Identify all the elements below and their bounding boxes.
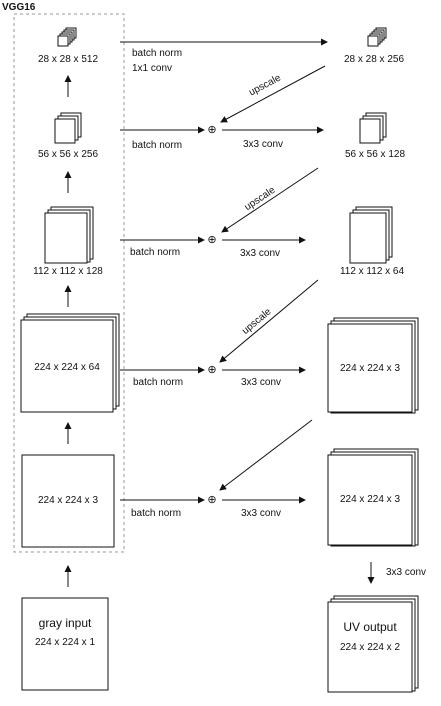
edge-label-conv-2: 3x3 conv <box>243 139 284 150</box>
decoder-block-3 <box>349 206 393 264</box>
edge-label-batch-norm-2: batch norm <box>132 140 183 151</box>
decoder-block-2 <box>359 112 387 144</box>
encoder-label-5: 224 x 224 x 3 <box>37 495 99 506</box>
vgg16-region <box>13 13 125 553</box>
encoder-block-5 <box>21 454 115 548</box>
edge-label-batch-norm-3: batch norm <box>130 247 181 258</box>
edge-label-batch-norm-5: batch norm <box>131 508 182 519</box>
input-name: gray input <box>38 616 92 630</box>
diagram-title: VGG16 <box>2 2 36 13</box>
output-shape: 224 x 224 x 2 <box>339 642 401 653</box>
encoder-block-4 <box>20 313 120 413</box>
encoder-label-4: 224 x 224 x 64 <box>34 362 100 373</box>
edge-label-1x1-conv: 1x1 conv <box>132 63 173 74</box>
add-symbol-1: ⊕ <box>207 124 217 136</box>
edge-label-conv-5: 3x3 conv <box>241 508 282 519</box>
encoder-block-2 <box>54 112 82 144</box>
edge-label-conv-3: 3x3 conv <box>240 248 281 259</box>
decoder-label-5: 224 x 224 x 3 <box>339 494 401 505</box>
decoder-label-3: 112 x 112 x 64 <box>339 266 405 277</box>
output-block <box>327 595 419 693</box>
output-name: UV output <box>343 620 397 634</box>
edge-label-final-conv: 3x3 conv <box>386 567 427 578</box>
encoder-block-1 <box>57 27 77 47</box>
decoder-block-5 <box>327 448 419 547</box>
add-symbol-4: ⊕ <box>207 494 217 506</box>
skip-arrows <box>120 38 328 504</box>
decoder-label-4: 224 x 224 x 3 <box>339 363 401 374</box>
input-shape: 224 x 224 x 1 <box>34 637 96 648</box>
decoder-label-2: 56 x 56 x 128 <box>344 149 406 160</box>
decoder-block-4 <box>327 317 419 414</box>
decoder-label-1: 28 x 28 x 256 <box>343 54 405 65</box>
conv-arrows <box>222 126 324 504</box>
encoder-block-3 <box>44 206 94 264</box>
add-symbol-2: ⊕ <box>207 234 217 246</box>
encoder-label-2: 56 x 56 x 256 <box>37 149 99 160</box>
upscale-arrows <box>219 65 326 491</box>
input-block <box>21 597 109 691</box>
edge-label-conv-4: 3x3 conv <box>241 377 282 388</box>
edge-label-batch-norm-1: batch norm <box>132 48 183 59</box>
encoder-label-3: 112 x 112 x 128 <box>33 266 103 277</box>
add-symbol-3: ⊕ <box>207 364 217 376</box>
encoder-label-1: 28 x 28 x 512 <box>37 54 99 65</box>
edge-label-batch-norm-4: batch norm <box>133 377 184 388</box>
decoder-block-1 <box>367 27 387 47</box>
